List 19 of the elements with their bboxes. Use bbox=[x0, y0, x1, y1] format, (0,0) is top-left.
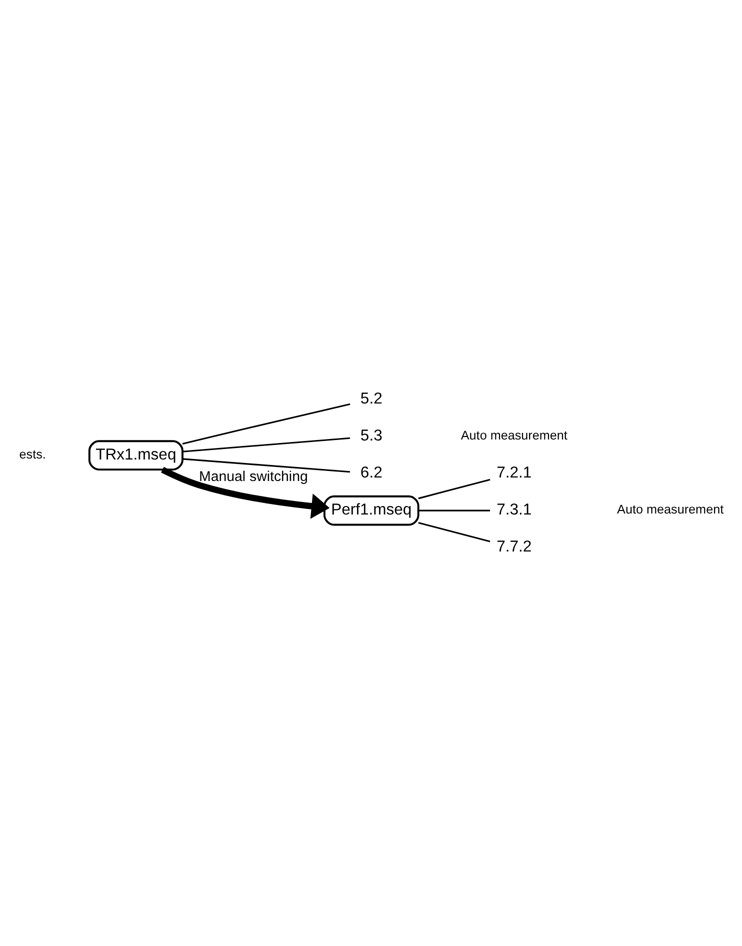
node-box: TRx1.mseq bbox=[88, 440, 184, 470]
label: Auto measurement bbox=[460, 428, 568, 442]
node-text: 7.7.2 bbox=[496, 538, 532, 556]
node-box: Perf1.mseq bbox=[323, 494, 420, 526]
node-text: 5.2 bbox=[360, 390, 382, 407]
edge-label: Manual switching bbox=[199, 468, 308, 484]
arrow bbox=[161, 466, 330, 518]
node-text: 7.3.1 bbox=[496, 501, 532, 518]
connector bbox=[182, 458, 350, 472]
node-text: 5.3 bbox=[360, 426, 382, 444]
connector bbox=[418, 521, 490, 542]
label: ests. bbox=[19, 446, 46, 461]
connector bbox=[182, 436, 350, 452]
label: Auto measurement bbox=[617, 502, 724, 516]
connector bbox=[418, 478, 490, 499]
node-text: 6.2 bbox=[360, 464, 382, 481]
connector bbox=[418, 509, 490, 511]
node-text: 7.2.1 bbox=[496, 464, 532, 481]
connector bbox=[182, 402, 350, 444]
